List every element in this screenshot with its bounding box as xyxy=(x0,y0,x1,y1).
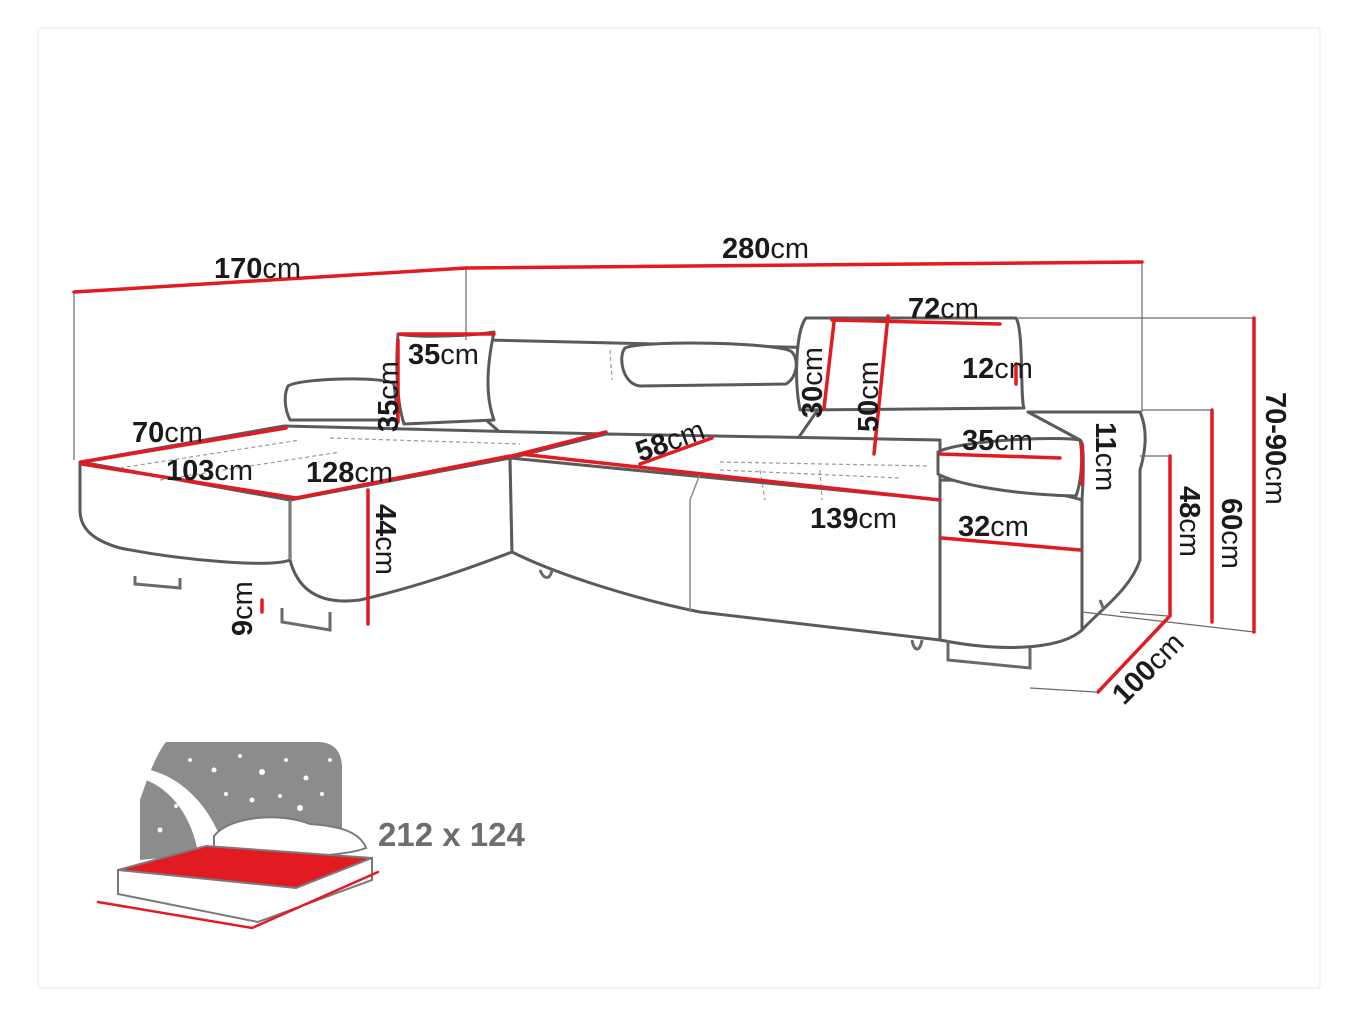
label-12: 12cm xyxy=(962,353,1033,385)
label-32: 32cm xyxy=(958,511,1029,543)
upholstery-details xyxy=(119,349,931,612)
label-50: 50cm xyxy=(853,361,885,432)
bed-frame xyxy=(117,856,373,924)
label-9: 9cm xyxy=(227,581,259,636)
label-139: 139cm xyxy=(810,503,897,535)
dimension-labels: 170cm 280cm 72cm 35cm 35cm 12cm 30cm 50c… xyxy=(132,233,1291,711)
bed-measure-line xyxy=(96,870,380,930)
label-35-cushion-height: 35cm xyxy=(373,361,405,432)
label-70-90: 70-90cm xyxy=(1259,392,1291,505)
right-armrest-front xyxy=(938,478,1084,649)
extension-lines xyxy=(73,262,1255,693)
label-103: 103cm xyxy=(166,455,253,487)
label-60: 60cm xyxy=(1215,498,1247,569)
label-128: 128cm xyxy=(306,457,393,489)
sleeping-area-icon: 212 x 124 xyxy=(96,742,525,930)
label-35-armrest: 35cm xyxy=(962,425,1033,457)
label-35-cushion-width: 35cm xyxy=(408,339,479,371)
label-70: 70cm xyxy=(132,417,203,449)
sofa-legs xyxy=(133,569,1106,670)
bed-size-label: 212 x 124 xyxy=(378,816,525,853)
label-170: 170cm xyxy=(214,253,301,285)
label-48: 48cm xyxy=(1173,486,1205,557)
label-11: 11cm xyxy=(1089,422,1121,491)
image-frame xyxy=(37,27,1321,989)
label-280: 280cm xyxy=(722,233,809,265)
right-headrest xyxy=(795,316,1026,412)
main-front xyxy=(508,456,942,642)
headrest-middle xyxy=(620,341,798,388)
label-30: 30cm xyxy=(797,347,829,418)
label-72: 72cm xyxy=(908,293,979,325)
label-44: 44cm xyxy=(369,504,401,575)
measurement-lines xyxy=(72,260,1256,694)
chaise-front xyxy=(78,460,292,565)
sofa-outline xyxy=(78,316,1147,649)
left-armrest xyxy=(283,377,400,422)
moon-icon xyxy=(146,770,226,866)
